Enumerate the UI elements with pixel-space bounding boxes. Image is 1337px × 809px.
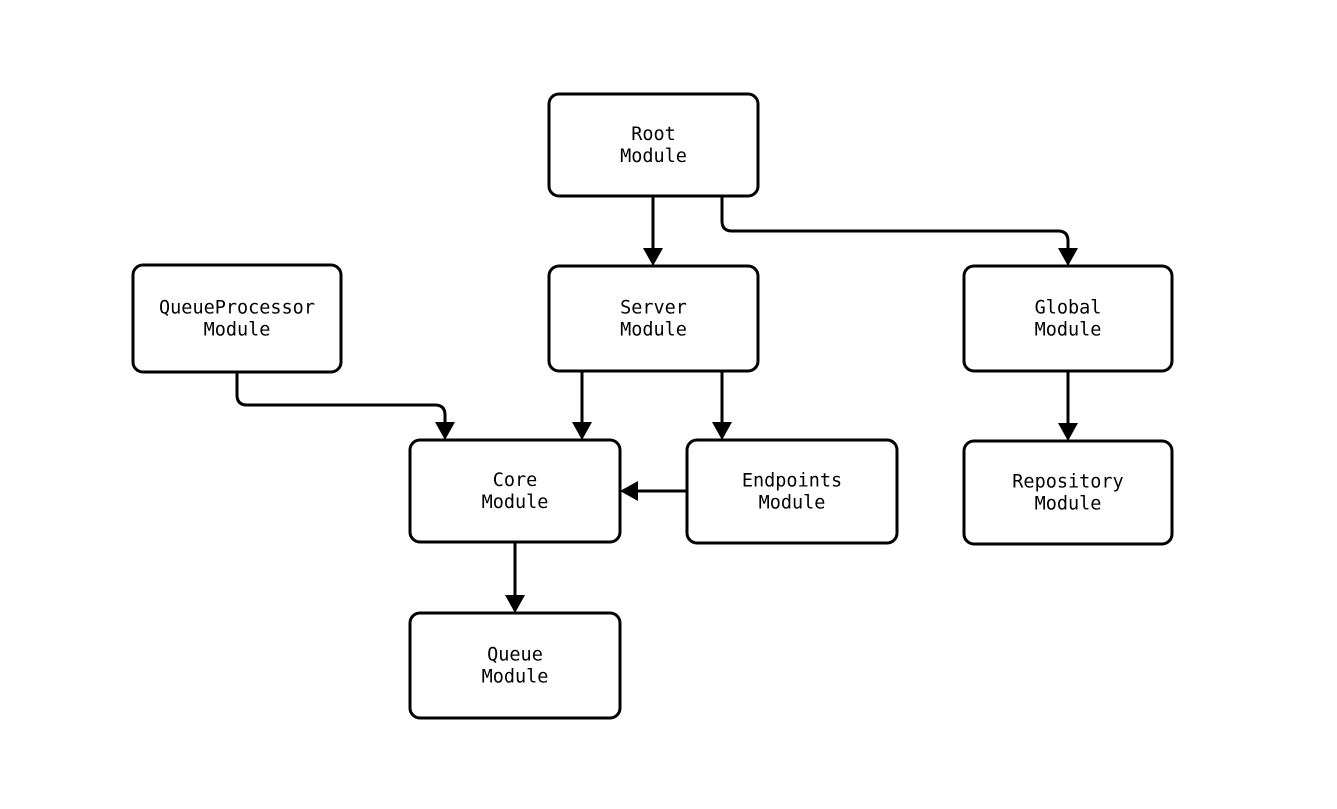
edge-global-to-repository: [1058, 371, 1078, 441]
node-label-line1: Endpoints: [742, 471, 842, 492]
node-box[interactable]: [131, 263, 343, 374]
node-label-line1: Repository: [1012, 472, 1123, 493]
node-label-line2: Module: [204, 320, 271, 341]
edges-layer: [235, 196, 1078, 613]
node-label-line1: Core: [493, 470, 538, 491]
edge-line: [720, 196, 1070, 248]
edge-core-to-queue: [505, 542, 525, 613]
node-label-line2: Module: [759, 493, 826, 514]
arrowhead-icon: [1058, 248, 1078, 266]
node-label-line1: Global: [1035, 298, 1102, 319]
node-label-line2: Module: [1035, 494, 1102, 515]
node-box[interactable]: [547, 92, 760, 198]
edge-endpoints-to-core: [620, 481, 687, 501]
node-label-line1: Server: [620, 298, 687, 319]
node-label-line2: Module: [482, 492, 549, 513]
node-label-line2: Module: [620, 320, 687, 341]
edge-root-to-global: [720, 196, 1078, 266]
node-box[interactable]: [408, 611, 622, 720]
arrowhead-icon: [572, 422, 592, 440]
node-box[interactable]: [685, 438, 899, 545]
node-label-line1: Queue: [487, 645, 543, 666]
node-box[interactable]: [408, 438, 622, 544]
node-label-line2: Module: [482, 667, 549, 688]
node-box[interactable]: [962, 264, 1174, 373]
node-label-line2: Module: [1035, 320, 1102, 341]
edge-server-to-endpoints: [712, 371, 732, 440]
edge-server-to-core: [572, 371, 592, 440]
arrowhead-icon: [1058, 423, 1078, 441]
edge-line: [235, 372, 447, 422]
node-box[interactable]: [547, 264, 760, 373]
node-box[interactable]: [962, 439, 1174, 546]
arrowhead-icon: [712, 422, 732, 440]
arrowhead-icon: [435, 422, 455, 440]
node-label-line1: QueueProcessor: [159, 298, 315, 319]
arrowhead-icon: [620, 481, 638, 501]
node-label-line1: Root: [631, 124, 676, 145]
edge-root-to-server: [643, 196, 663, 266]
edge-queueprocessor-to-core: [235, 372, 455, 440]
arrowhead-icon: [505, 595, 525, 613]
arrowhead-icon: [643, 248, 663, 266]
node-label-line2: Module: [620, 146, 687, 167]
